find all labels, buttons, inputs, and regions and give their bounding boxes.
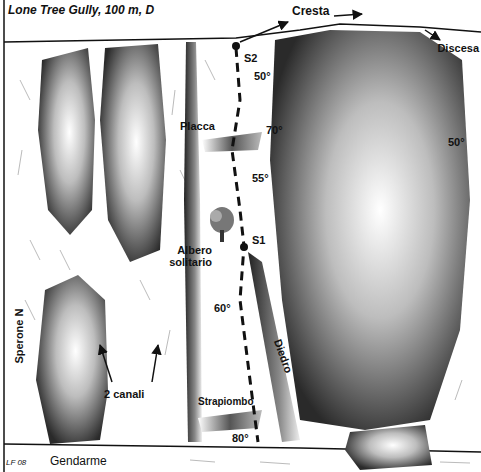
belay-dot: [240, 243, 248, 251]
pointer-arrow: [100, 345, 112, 382]
rock-block: [345, 425, 432, 470]
direction-arrow: [240, 22, 288, 42]
feature-label: Placca: [180, 120, 215, 132]
rock-buttress: [38, 48, 95, 235]
feature-label: Sperone N: [13, 309, 25, 364]
rock-buttress: [100, 44, 166, 262]
rock-face: [270, 30, 470, 430]
feature-label: Strapiombo: [198, 396, 254, 407]
direction-label: Discesa: [437, 42, 479, 54]
belay-label: S2: [244, 52, 257, 64]
feature-label: Gendarme: [50, 455, 107, 468]
tree-symbol: [210, 207, 234, 242]
gully-strip: [184, 42, 202, 442]
feature-label: Albero solitario: [150, 244, 212, 268]
topo-title: Lone Tree Gully, 100 m, D: [8, 4, 154, 17]
overhang-shape: [198, 410, 262, 432]
belay-dot: [232, 42, 240, 50]
direction-arrow: [425, 30, 440, 40]
pointer-arrow: [152, 345, 158, 382]
angle-label: 60°: [214, 302, 231, 314]
angle-label: 80°: [232, 432, 249, 444]
rock-buttress: [36, 275, 108, 444]
frame-line: [3, 0, 5, 472]
angle-label: 50°: [254, 70, 271, 82]
angle-label: 50°: [448, 136, 465, 148]
angle-label: 70°: [266, 124, 283, 136]
direction-label: Cresta: [292, 5, 329, 18]
author-mark: LF 08: [6, 459, 26, 468]
belay-label: S1: [252, 234, 265, 246]
angle-label: 55°: [252, 172, 269, 184]
feature-label: 2 canali: [104, 388, 144, 400]
direction-arrow: [334, 14, 362, 16]
